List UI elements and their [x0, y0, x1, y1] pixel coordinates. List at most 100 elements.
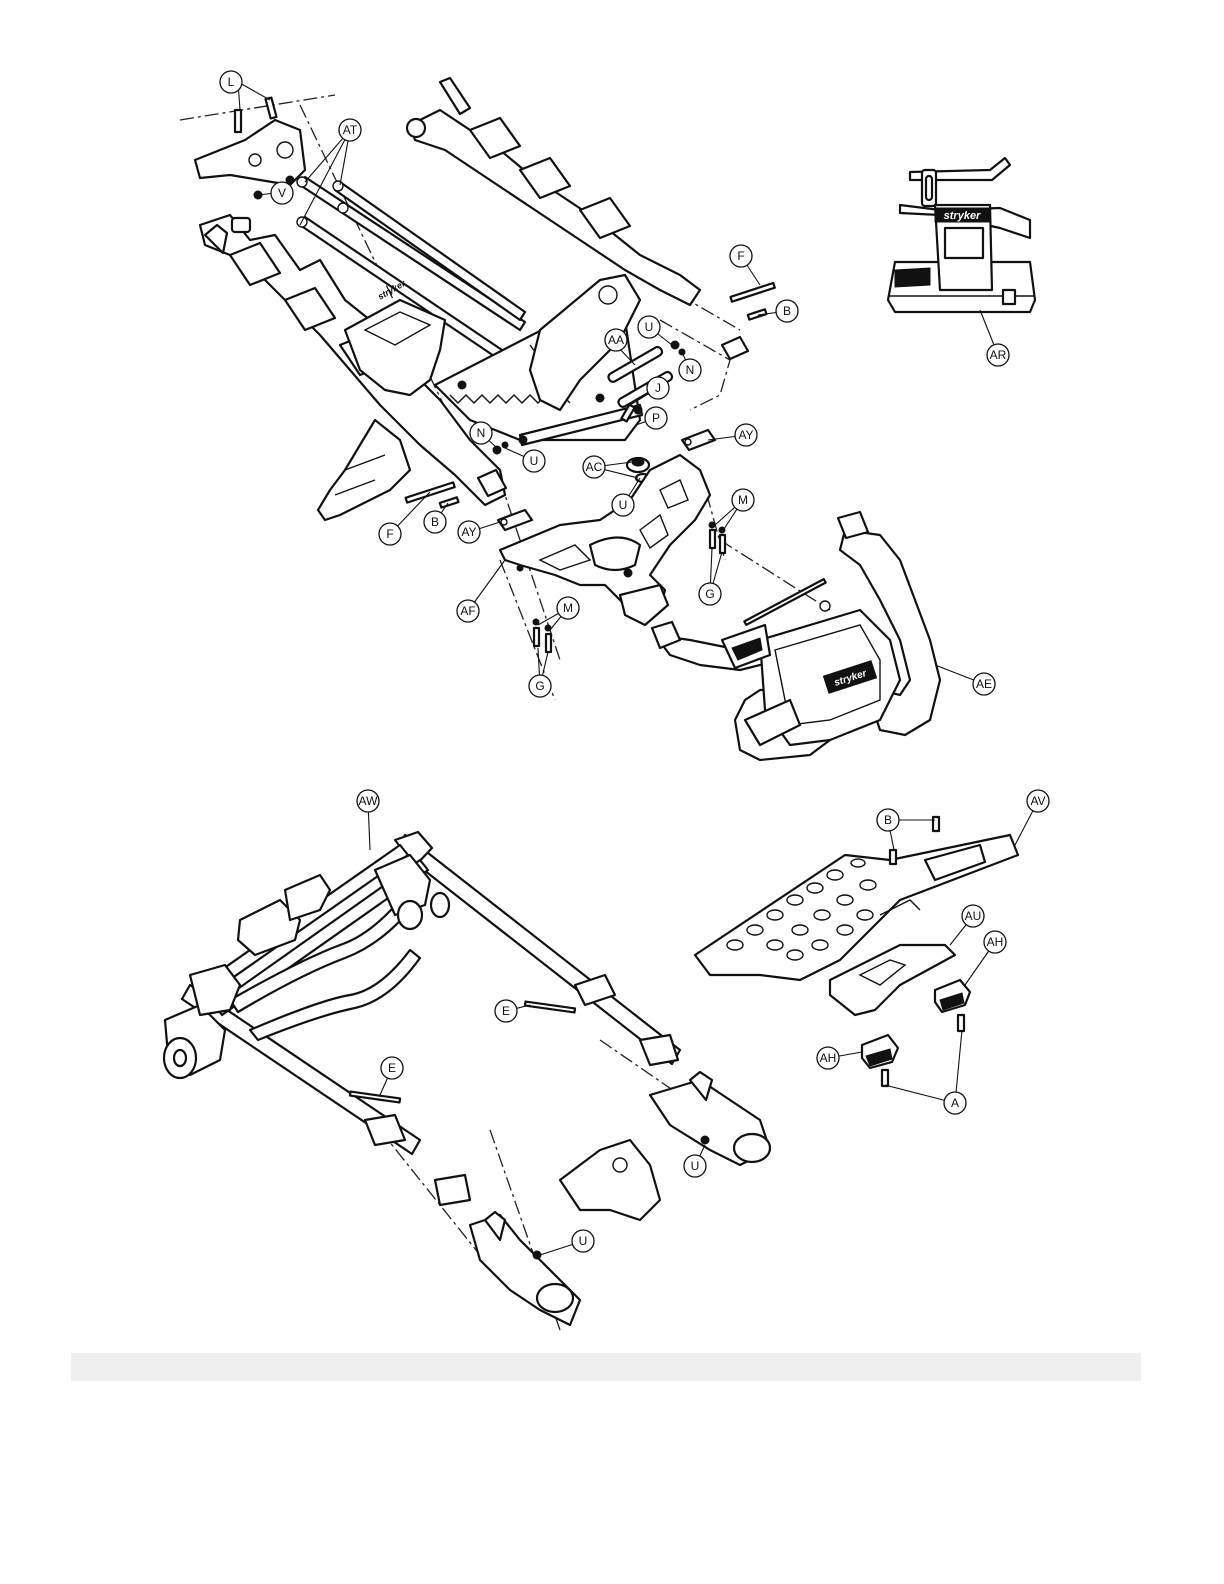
pivot-hole	[277, 142, 293, 158]
callout-label: AF	[460, 604, 475, 618]
callout-label: U	[579, 1234, 588, 1248]
inset-latch	[1003, 290, 1015, 304]
bolt	[720, 535, 725, 553]
callout-label: N	[686, 363, 695, 377]
screw	[235, 110, 241, 132]
yoke-bracket	[500, 455, 710, 620]
bolt	[546, 634, 551, 652]
link-rod	[744, 579, 825, 625]
link-hole	[501, 519, 507, 525]
callout-label: U	[645, 320, 654, 334]
inset-logo: stryker	[944, 210, 981, 222]
callout-label: U	[691, 1159, 700, 1173]
nut	[671, 341, 679, 349]
plate-hole	[767, 910, 783, 920]
left-front-leg	[318, 420, 410, 520]
right-rail-tube-end	[407, 119, 425, 137]
caster-wheel	[398, 901, 422, 929]
callout-label: AC	[586, 460, 603, 474]
plate-hole	[727, 940, 743, 950]
callout-g: G	[529, 675, 551, 697]
callout-label: F	[386, 527, 393, 541]
nut	[493, 446, 501, 454]
callout-label: P	[652, 411, 660, 425]
pivot-arm-hole	[599, 286, 617, 304]
nut	[502, 442, 508, 448]
plate-hole	[787, 895, 803, 905]
callout-label: V	[278, 186, 286, 200]
callout-b: B	[776, 300, 798, 322]
callout-label: AU	[965, 909, 982, 923]
callout-p: P	[645, 407, 667, 429]
tie-rod	[335, 182, 525, 320]
nut	[709, 522, 715, 528]
callout-ac: AC	[583, 456, 605, 478]
nut	[545, 625, 551, 631]
callout-label: J	[655, 381, 661, 395]
plate-hole	[837, 895, 853, 905]
callout-label: A	[951, 1096, 959, 1110]
frame-bolt	[519, 436, 527, 444]
right-rail-bracket	[440, 78, 470, 114]
callout-f: F	[730, 245, 752, 267]
callout-label: F	[737, 249, 744, 263]
footer-bar	[71, 1353, 1141, 1381]
callout-aa: AA	[605, 329, 627, 351]
callout-label: AR	[990, 348, 1007, 362]
callout-aw: AW	[357, 790, 379, 812]
bolt-long	[525, 1002, 575, 1013]
callout-ah: AH	[984, 931, 1006, 953]
nut	[533, 619, 539, 625]
callout-a: A	[944, 1092, 966, 1114]
callout-label: M	[738, 493, 748, 507]
callout-label: AV	[1030, 794, 1045, 808]
rail-cap	[734, 1134, 770, 1162]
plate-hole	[792, 925, 808, 935]
callout-b: B	[424, 511, 446, 533]
screw	[890, 850, 896, 864]
callout-label: AH	[820, 1051, 837, 1065]
link-rod-end	[820, 601, 830, 611]
rod-end	[333, 181, 343, 191]
screw	[958, 1015, 964, 1031]
plate-hole	[767, 940, 783, 950]
pivot-hole	[613, 1158, 627, 1172]
callout-label: E	[388, 1061, 396, 1075]
rod-end	[338, 203, 348, 213]
callout-b: B	[877, 809, 899, 831]
plate-hole	[787, 950, 803, 960]
centerline	[720, 540, 830, 610]
frame-bolt	[458, 381, 466, 389]
callout-m: M	[557, 597, 579, 619]
callout-n: N	[470, 422, 492, 444]
callout-label: G	[705, 587, 714, 601]
inset-upright-slot	[926, 176, 932, 200]
base-frame-assembly: stryker	[180, 78, 1035, 760]
yoke-center-cup	[590, 538, 640, 571]
shield-plate-assembly	[695, 817, 1018, 1086]
callout-ae: AE	[973, 673, 995, 695]
callout-v: V	[271, 182, 293, 204]
frame-tube	[397, 835, 680, 1064]
callout-l: L	[220, 71, 242, 93]
inset-window	[945, 228, 983, 258]
callout-label: M	[563, 601, 573, 615]
callout-at: AT	[339, 119, 361, 141]
plate-hole	[807, 883, 823, 893]
callout-label: AE	[976, 677, 992, 691]
callout-e: E	[495, 1000, 517, 1022]
callout-label: AT	[343, 123, 358, 137]
callout-e: E	[381, 1057, 403, 1079]
bolt-long	[730, 283, 774, 302]
callout-ah: AH	[817, 1047, 839, 1069]
plate-hole	[812, 940, 828, 950]
callout-af: AF	[457, 600, 479, 622]
callout-label: B	[431, 515, 439, 529]
bolt	[534, 628, 539, 646]
callout-label: AH	[987, 935, 1004, 949]
center-pivot-bracket	[560, 1140, 660, 1220]
callout-n: N	[679, 359, 701, 381]
caster-wheel	[431, 893, 449, 917]
inset-shadow	[895, 268, 930, 287]
caster-wheel-hub	[174, 1050, 186, 1066]
